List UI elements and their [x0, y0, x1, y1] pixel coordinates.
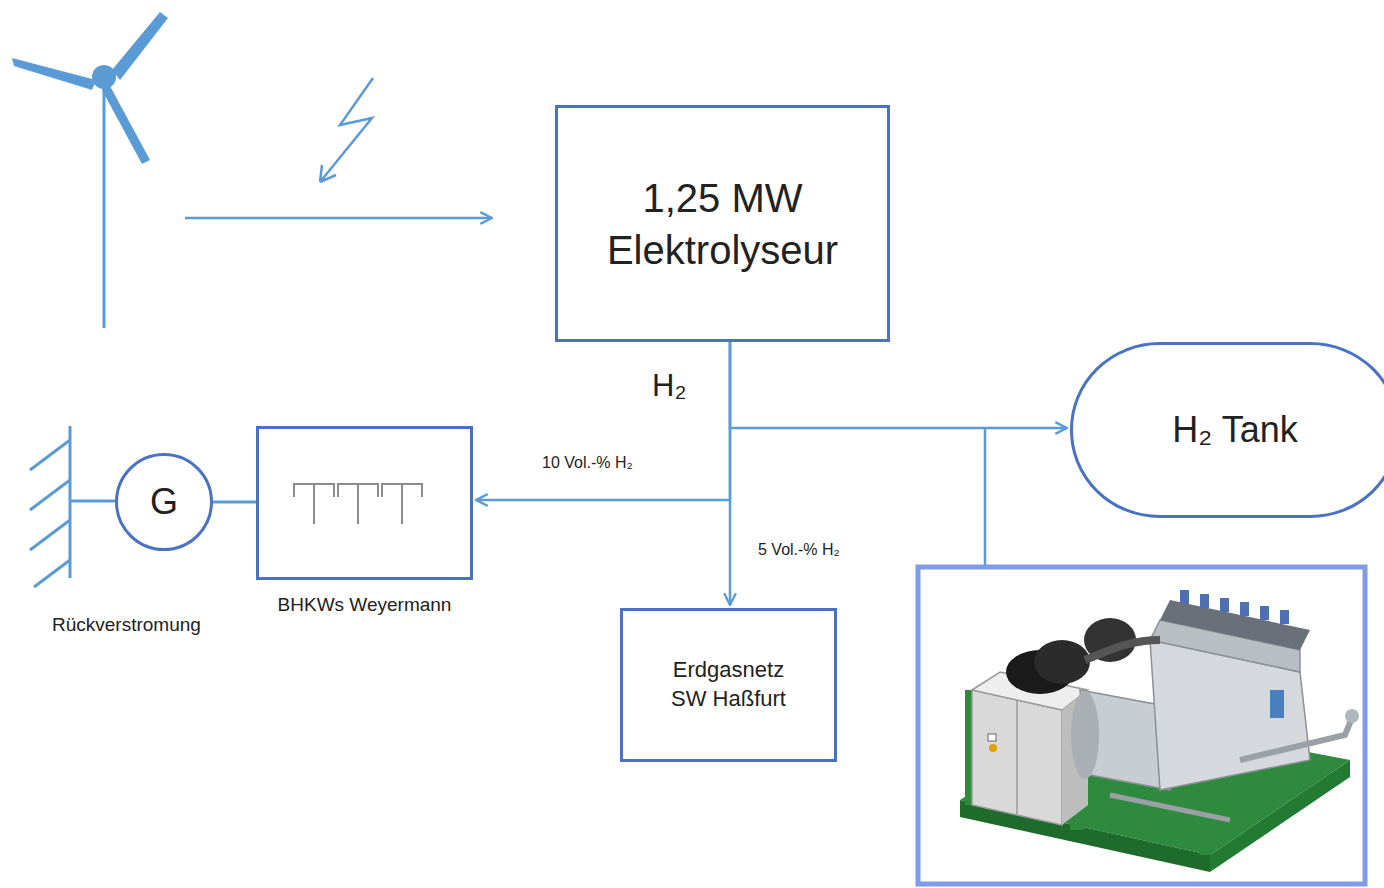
power-arrow: [185, 217, 492, 220]
flow-connector: [730, 342, 1067, 428]
genset-illustration: [960, 590, 1359, 872]
node-text: 1,25 MW Elektrolyseur: [588, 172, 858, 276]
flow-connector: [476, 342, 730, 500]
grid-box: Erdgasnetz SW Haßfurt: [620, 608, 837, 762]
flow-connector: [729, 342, 732, 605]
chp-box: BHKWs Weyermann: [256, 426, 473, 580]
caption-label: Rückverstromung: [50, 614, 203, 636]
flow-label: H₂: [650, 368, 688, 404]
node-text: H₂ Tank: [1172, 407, 1297, 454]
process-box: 1,25 MW Elektrolyseur: [555, 105, 890, 342]
generator-circle: G: [115, 453, 213, 551]
node-text: G: [150, 479, 178, 526]
picture-frame: [918, 567, 1365, 884]
genset-feed-line: [984, 428, 987, 566]
flow-connector: [213, 501, 256, 504]
node-text: Erdgasnetz SW Haßfurt: [666, 656, 791, 713]
tank-shape: H₂ Tank: [1070, 342, 1384, 518]
edge-label: 5 Vol.-% H₂: [756, 541, 842, 559]
wind-turbine: [12, 12, 168, 328]
grid-symbol: [30, 426, 115, 587]
engine-symbol: [259, 429, 470, 577]
node-heading: BHKWs Weyermann: [278, 593, 452, 618]
lightning-symbol: [320, 78, 373, 182]
edge-label: 10 Vol.-% H₂: [540, 454, 635, 472]
